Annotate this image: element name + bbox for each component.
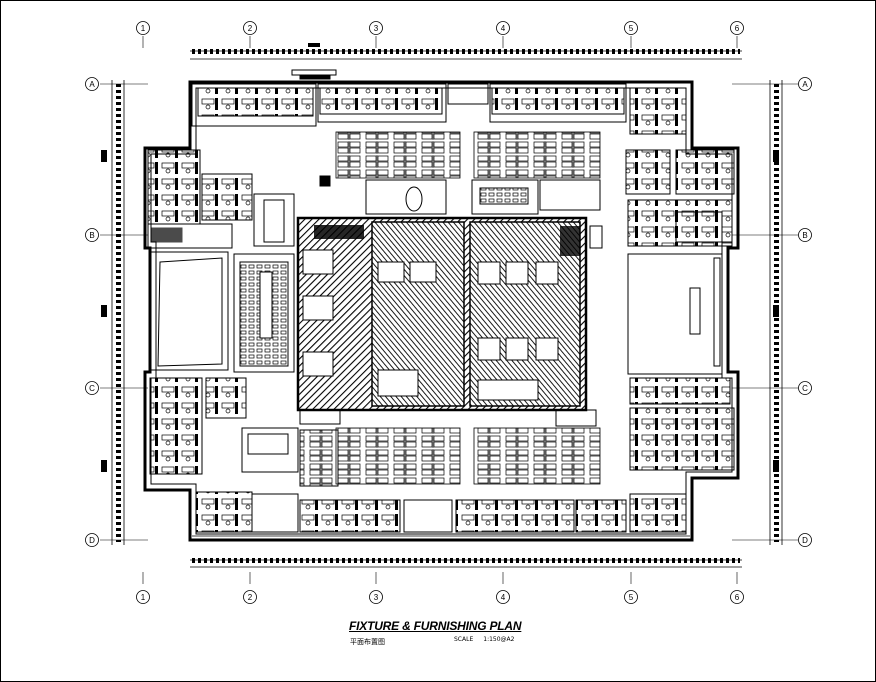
- grid-bubble: [136, 590, 150, 604]
- grid-bubble: [730, 21, 744, 35]
- grid-bubble: [624, 21, 638, 35]
- dimension-strings: [101, 43, 783, 568]
- grid-bubble: [85, 381, 99, 395]
- grid-bubble: [85, 77, 99, 91]
- scale-note: SCALE 1:150@A2: [454, 636, 514, 643]
- grid-bubble-label: 1: [141, 593, 146, 602]
- grid-bubble-label: 6: [735, 593, 740, 602]
- grid-bubble: [369, 21, 383, 35]
- grid-bubble-label: C: [89, 384, 95, 393]
- grid-bubble-label: A: [802, 80, 808, 89]
- north-offices: [191, 69, 687, 135]
- grid-bubble-label: B: [802, 231, 807, 240]
- grid-bubble-label: 3: [374, 24, 379, 33]
- grid-bubble-label: 4: [501, 24, 506, 33]
- section-markers: [101, 150, 779, 472]
- grid-bubble-label: A: [89, 80, 95, 89]
- grid-bubble: [798, 77, 812, 91]
- scale-value: 1:150@A2: [483, 636, 515, 643]
- grid-bubble: [85, 228, 99, 242]
- grid-bubble-label: B: [89, 231, 94, 240]
- grid-bubble: [798, 228, 812, 242]
- grid-bubble: [243, 590, 257, 604]
- scale-label: SCALE: [454, 636, 474, 643]
- grid-bubble-label: 2: [248, 593, 253, 602]
- grid-bubble-label: C: [802, 384, 808, 393]
- grid-bubble: [369, 590, 383, 604]
- west-wing: [147, 149, 339, 487]
- grid-bubble-label: 6: [735, 24, 740, 33]
- grid-bubble-label: 5: [629, 24, 634, 33]
- building-core: [296, 216, 588, 412]
- open-workstations: [335, 131, 601, 485]
- grid-bubble-label: D: [89, 536, 95, 545]
- grid-bubble-label: 2: [248, 24, 253, 33]
- south-offices: [192, 491, 690, 537]
- east-wing: [625, 149, 735, 471]
- grid-bubble: [136, 21, 150, 35]
- drawing-title: FIXTURE & FURNISHING PLAN: [349, 619, 522, 633]
- grid-bubble: [798, 533, 812, 547]
- grid-bubble: [624, 590, 638, 604]
- grid-bubble: [85, 533, 99, 547]
- grid-bubble-label: 1: [141, 24, 146, 33]
- drawing-subtitle: 平面布置图: [350, 638, 385, 646]
- meeting-rooms: [299, 175, 603, 427]
- grid-bubble-label: 3: [374, 593, 379, 602]
- grid-bubble: [243, 21, 257, 35]
- grid-bubble-label: D: [802, 536, 808, 545]
- grid-bubble: [730, 590, 744, 604]
- grid-bubble: [496, 590, 510, 604]
- grid-bubble-label: 5: [629, 593, 634, 602]
- grid-bubble: [798, 381, 812, 395]
- grid-bubble: [496, 21, 510, 35]
- grid-bubble-label: 4: [501, 593, 506, 602]
